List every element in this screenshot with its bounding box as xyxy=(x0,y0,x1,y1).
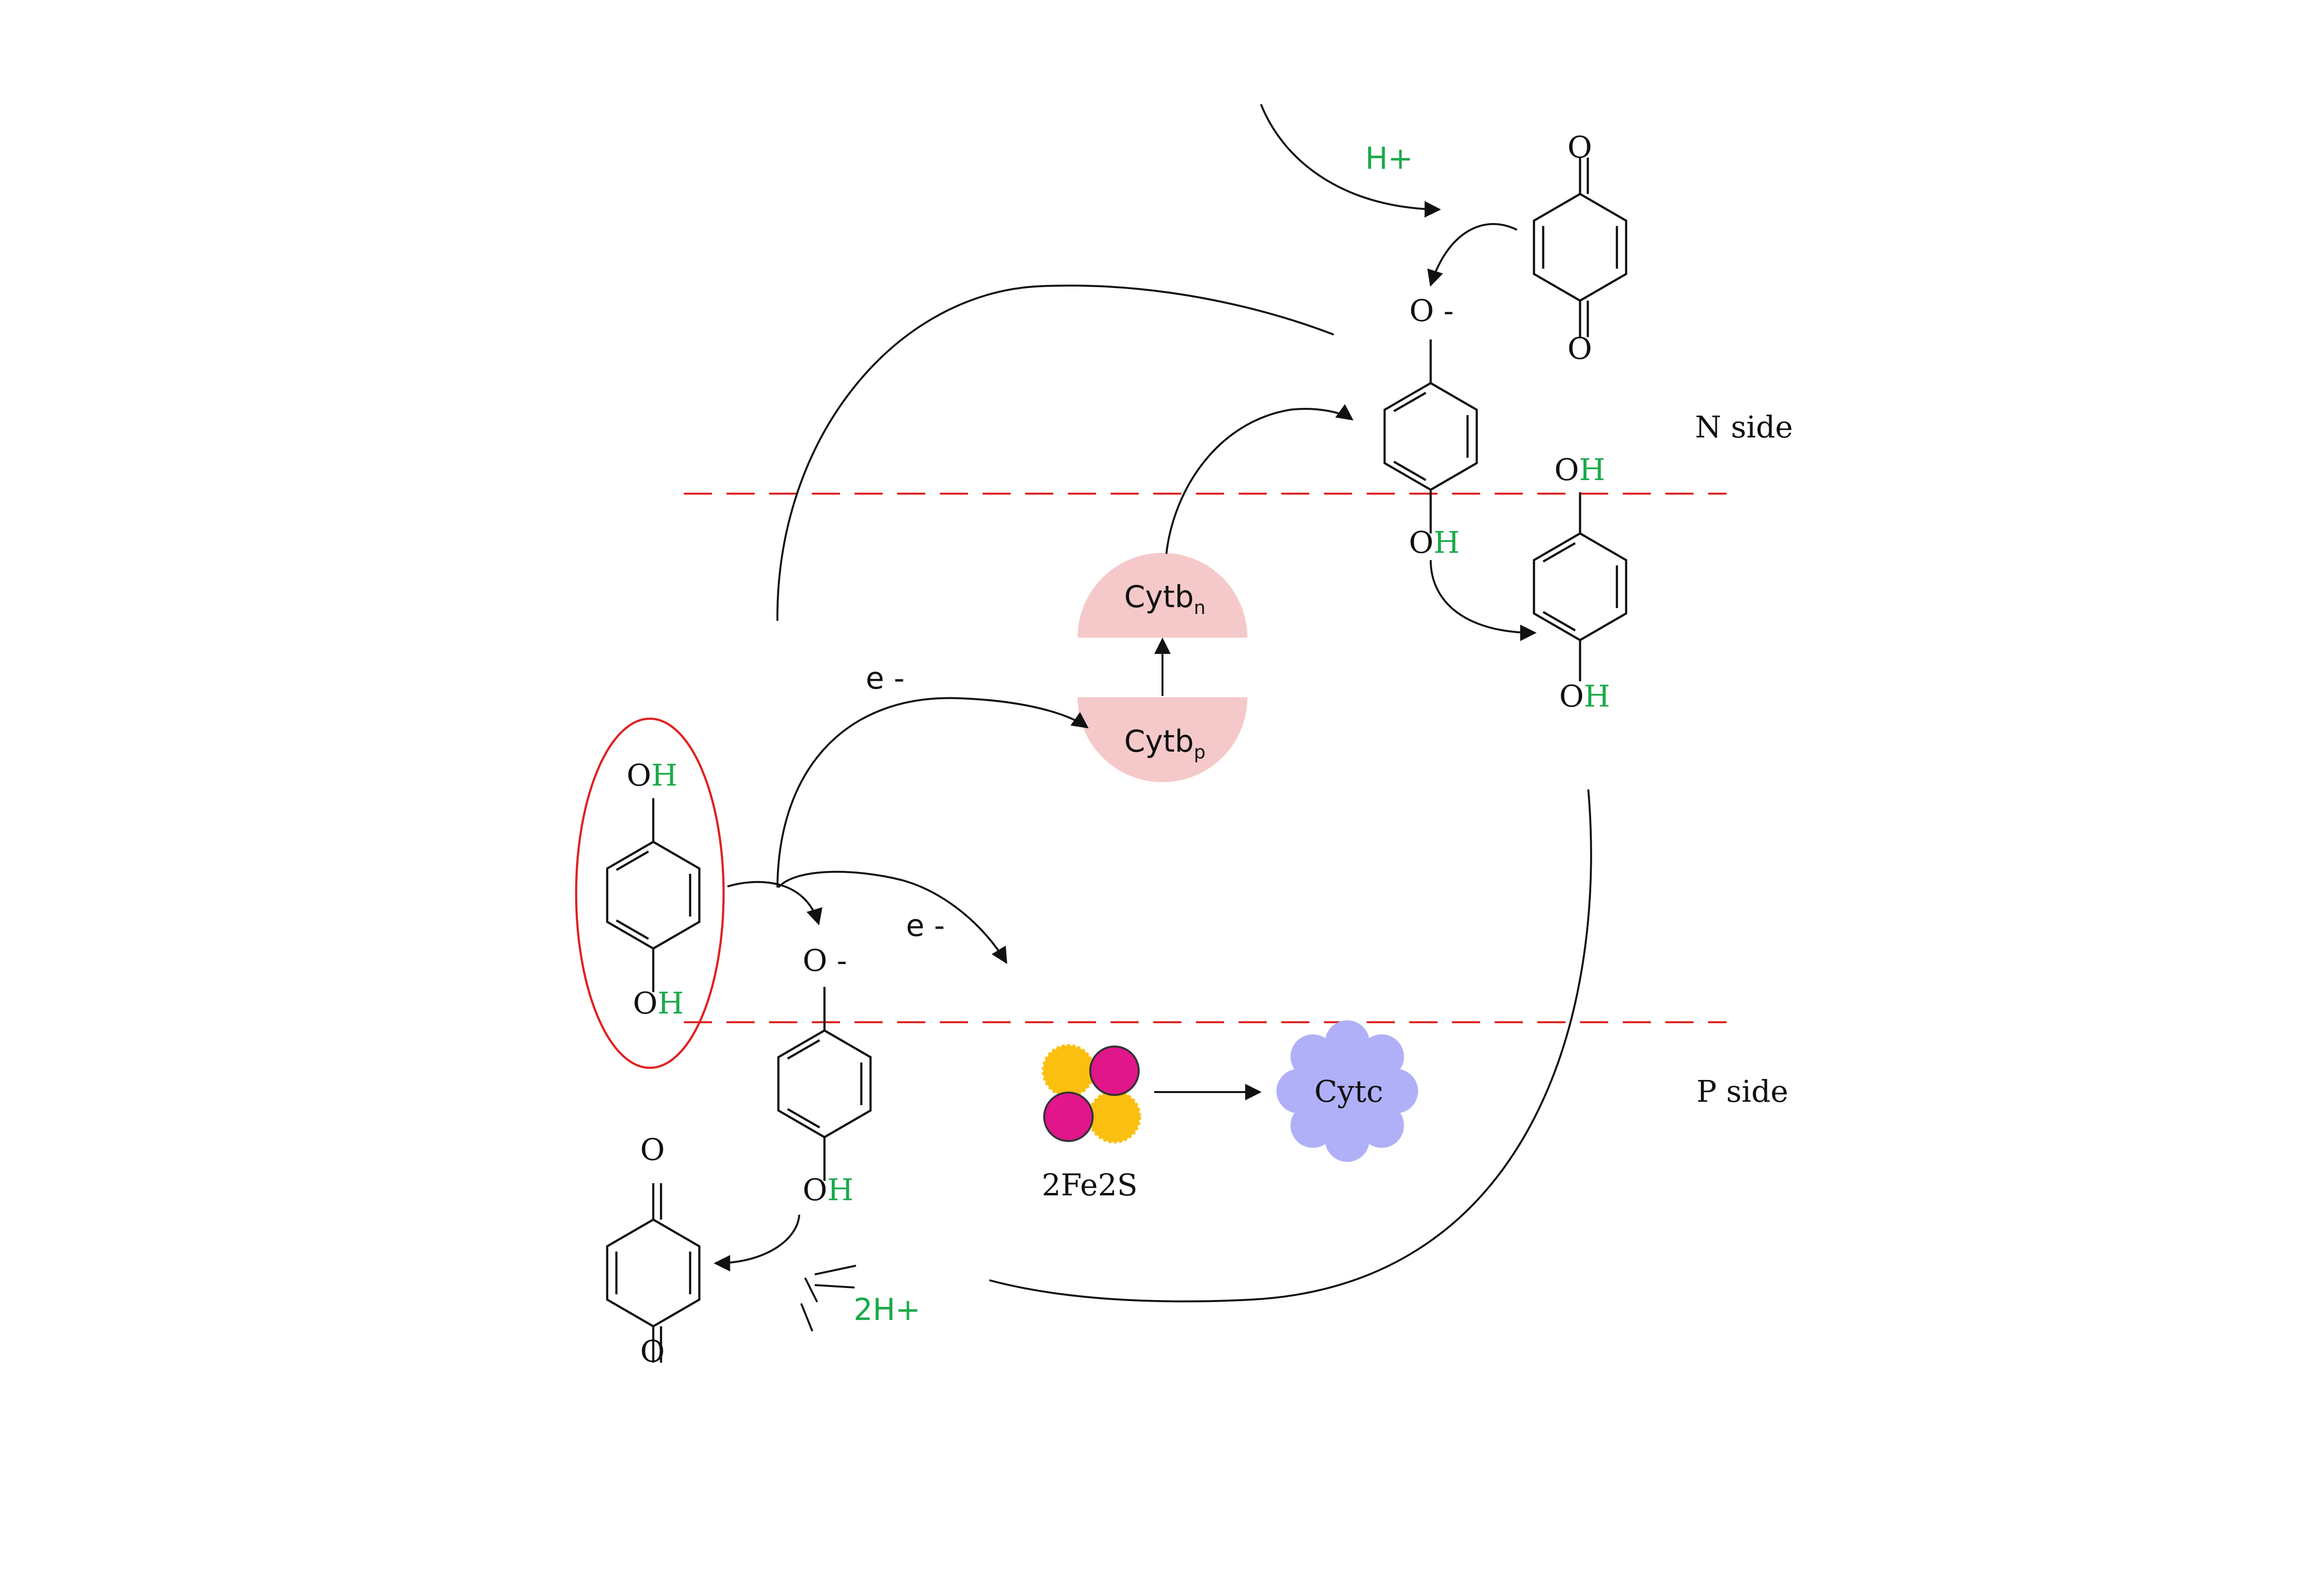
fe-s-cluster-icon xyxy=(1042,1044,1141,1143)
qh2-highlight-ellipse xyxy=(575,717,725,1069)
arrow-semiquinone-to-quinone-p xyxy=(713,1214,800,1271)
cytb-n-half xyxy=(1078,553,1247,638)
hydroquinone-left xyxy=(606,798,701,992)
oh-top-hydroquinone-right: OH xyxy=(1554,452,1605,487)
arrow-quinone-to-semiquinone-n xyxy=(1427,223,1517,287)
o-top-quinone-bottom-left: O xyxy=(640,1132,665,1167)
hydroquinone-right xyxy=(1533,492,1628,681)
o-minus-p-side: O - xyxy=(803,943,847,978)
cytb-p-label: Cytbp xyxy=(1124,724,1206,763)
semiquinone-p-side xyxy=(777,987,872,1181)
o-top-quinone-top-right: O xyxy=(1567,129,1592,165)
cytb-n-label: Cytbn xyxy=(1124,579,1206,618)
arrow-qh2-to-semiquinone-p xyxy=(727,881,823,926)
arrow-semiquinone-to-hydroquinone-n xyxy=(1430,560,1537,641)
cytc-label: Cytc xyxy=(1314,1074,1383,1109)
arrow-h-plus-entry xyxy=(1260,104,1441,218)
cytb-p-half xyxy=(1078,697,1247,782)
proton-release-marks xyxy=(800,1265,856,1332)
quinone-bottom-left xyxy=(606,1183,701,1363)
oh-bottom-left: OH xyxy=(633,985,684,1021)
o-bottom-quinone-bottom-left: O xyxy=(640,1334,665,1369)
p-side-label: P side xyxy=(1696,1074,1788,1109)
cycle-arc-lower-right xyxy=(989,789,1592,1303)
arrow-qh2-to-cytbp xyxy=(776,697,1089,888)
two-h-plus-label: 2H+ xyxy=(854,1292,920,1327)
oh-semiquinone-p-side: OH xyxy=(803,1172,854,1207)
arrow-cytbn-to-semiquinone-n xyxy=(1165,404,1354,554)
oh-semiquinone-n-side: OH xyxy=(1409,525,1460,560)
e-minus-bottom-label: e - xyxy=(906,908,945,943)
quinone-top-right xyxy=(1533,158,1628,337)
fe-s-label: 2Fe2S xyxy=(1042,1167,1138,1203)
e-minus-top-label: e - xyxy=(866,660,904,696)
h-plus-label: H+ xyxy=(1365,141,1413,176)
o-minus-n-side: O - xyxy=(1409,293,1454,328)
cycle-arc-upper-left xyxy=(776,284,1334,621)
oh-top-left: OH xyxy=(627,757,678,793)
o-bottom-quinone-top-right: O xyxy=(1567,331,1592,366)
oh-bottom-hydroquinone-right: OH xyxy=(1559,678,1610,714)
semiquinone-n-side xyxy=(1383,339,1478,533)
n-side-label: N side xyxy=(1695,409,1793,445)
cytc-cloud-icon xyxy=(1276,1020,1418,1162)
arrow-qh2-to-fes xyxy=(777,870,1007,964)
